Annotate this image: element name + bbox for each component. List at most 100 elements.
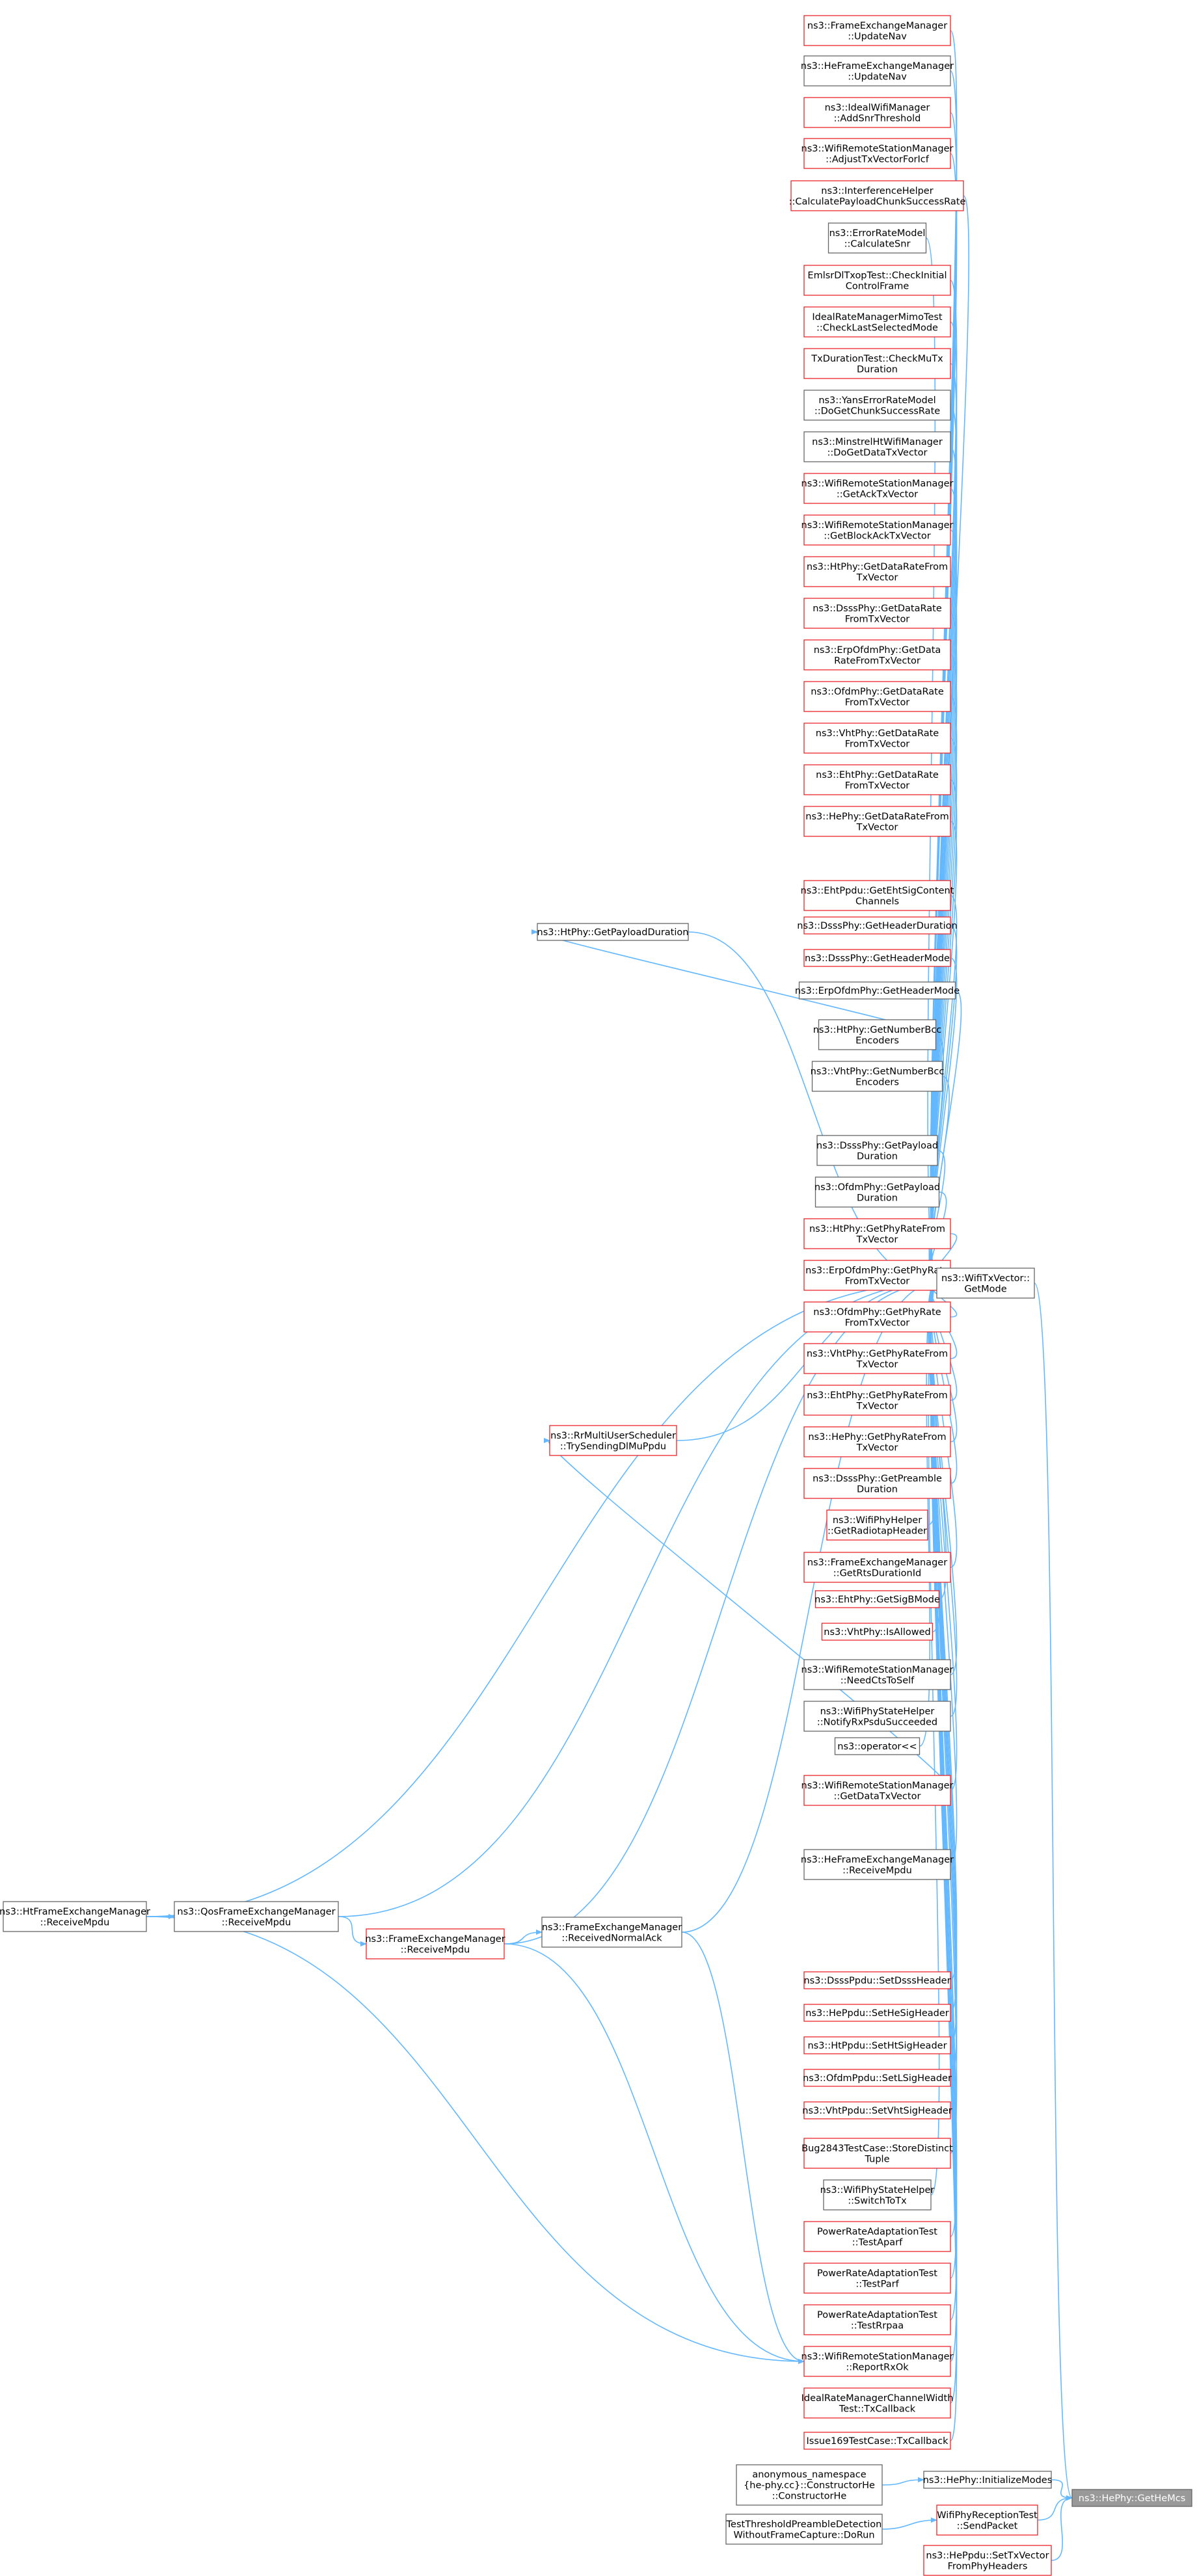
node-box bbox=[818, 1019, 937, 1050]
node-n35[interactable]: ns3::WifiPhyHelper::GetRadiotapHeader bbox=[826, 1509, 928, 1541]
node-box bbox=[736, 2464, 883, 2506]
node-n2[interactable]: ns3::IdealWifiManager::AddSnrThreshold bbox=[803, 97, 951, 128]
node-init[interactable]: ns3::HePhy::InitializeModes bbox=[923, 2471, 1053, 2489]
node-n43[interactable]: ns3::HeFrameExchangeManager::ReceiveMpdu bbox=[801, 1849, 954, 1880]
node-label-line: ns3::FrameExchangeManager bbox=[807, 21, 947, 31]
node-n5[interactable]: ns3::ErrorRateModel::CalculateSnr bbox=[827, 222, 927, 254]
node-n48[interactable]: ns3::OfdmPpdu::SetLSigHeader bbox=[803, 2069, 952, 2087]
node-wprt[interactable]: WifiPhyReceptionTest::SendPacket bbox=[936, 2504, 1038, 2536]
node-rr[interactable]: ns3::RrMultiUserScheduler::TrySendingDlM… bbox=[549, 1425, 677, 1456]
node-box bbox=[803, 390, 951, 421]
node-n44[interactable]: ns3::FrameExchangeManager::ReceivedNorma… bbox=[541, 1917, 682, 1948]
node-qos[interactable]: ns3::QosFrameExchangeManager::ReceiveMpd… bbox=[174, 1901, 339, 1932]
node-n11[interactable]: ns3::WifiRemoteStationManager::GetAckTxV… bbox=[801, 473, 954, 504]
node-box bbox=[803, 514, 951, 546]
node-n38[interactable]: ns3::VhtPhy::IsAllowed bbox=[821, 1623, 934, 1641]
node-box bbox=[803, 1659, 951, 1690]
node-label-line: ::DoGetChunkSuccessRate bbox=[814, 406, 940, 416]
node-box bbox=[803, 431, 951, 462]
node-n27[interactable]: ns3::OfdmPhy::GetPayloadDuration bbox=[814, 1176, 940, 1208]
node-n7[interactable]: IdealRateManagerMimoTest::CheckLastSelec… bbox=[803, 306, 951, 338]
node-label-line: ::AddSnrThreshold bbox=[834, 113, 921, 124]
node-n1[interactable]: ns3::HeFrameExchangeManager::UpdateNav bbox=[801, 55, 954, 86]
node-htpl[interactable]: ns3::HtPhy::GetPayloadDuration bbox=[537, 923, 689, 941]
node-label-line: ns3::VhtPhy::IsAllowed bbox=[824, 1627, 930, 1638]
node-n23[interactable]: ns3::ErpOfdmPhy::GetHeaderMode bbox=[795, 981, 960, 1000]
node-n10[interactable]: ns3::MinstrelHtWifiManager::DoGetDataTxV… bbox=[803, 431, 951, 462]
node-femrx[interactable]: ns3::FrameExchangeManager::ReceiveMpdu bbox=[365, 1928, 505, 1959]
node-label-line: PowerRateAdaptationTest bbox=[817, 2310, 937, 2320]
node-label-line: ns3::HePhy::GetPhyRateFrom bbox=[808, 1432, 946, 1442]
node-n26[interactable]: ns3::DsssPhy::GetPayloadDuration bbox=[816, 1135, 938, 1166]
node-anon[interactable]: anonymous_namespace{he-phy.cc}::Construc… bbox=[736, 2464, 883, 2506]
node-n45[interactable]: ns3::DsssPpdu::SetDsssHeader bbox=[803, 1971, 951, 1989]
node-box bbox=[803, 1343, 951, 1374]
node-label-line: ::GetAckTxVector bbox=[837, 489, 918, 499]
node-n49[interactable]: ns3::VhtPpdu::SetVhtSigHeader bbox=[802, 2101, 952, 2119]
node-label-line: ns3::WifiPhyStateHelper bbox=[820, 2185, 935, 2196]
node-n55[interactable]: ns3::WifiRemoteStationManager::ReportRxO… bbox=[801, 2346, 954, 2377]
node-n21[interactable]: ns3::DsssPhy::GetHeaderDuration bbox=[797, 916, 958, 935]
node-label-line: ns3::YansErrorRateModel bbox=[818, 395, 935, 406]
node-n40[interactable]: ns3::WifiPhyStateHelper::NotifyRxPsduSuc… bbox=[803, 1701, 951, 1732]
node-box bbox=[814, 1176, 940, 1208]
node-wtx[interactable]: ns3::WifiTxVector::GetMode bbox=[936, 1268, 1035, 1299]
node-label-line: Duration bbox=[857, 1151, 898, 1162]
node-label-line: {he-phy.cc}::ConstructorHe bbox=[744, 2480, 875, 2491]
node-n53[interactable]: PowerRateAdaptationTest::TestParf bbox=[803, 2263, 951, 2294]
node-n41[interactable]: ns3::operator<< bbox=[834, 1737, 921, 1755]
node-n22[interactable]: ns3::DsssPhy::GetHeaderMode bbox=[803, 949, 951, 967]
node-label-line: ns3::InterferenceHelper bbox=[821, 186, 933, 196]
node-label-line: ns3::VhtPhy::GetDataRate bbox=[816, 728, 939, 739]
node-n54[interactable]: PowerRateAdaptationTest::TestRrpaa bbox=[803, 2304, 951, 2335]
node-n47[interactable]: ns3::HtPpdu::SetHtSigHeader bbox=[803, 2036, 951, 2054]
node-label-line: TxVector bbox=[856, 572, 898, 583]
node-n57[interactable]: Issue169TestCase::TxCallback bbox=[803, 2432, 951, 2450]
node-box bbox=[923, 2471, 1052, 2489]
node-n52[interactable]: PowerRateAdaptationTest::TestAparf bbox=[803, 2221, 951, 2252]
node-n56[interactable]: IdealRateManagerChannelWidthTest::TxCall… bbox=[801, 2387, 954, 2419]
node-label-line: ns3::EhtPpdu::GetEhtSigContent bbox=[801, 886, 954, 896]
node-tt[interactable]: TestThresholdPreambleDetectionWithoutFra… bbox=[725, 2514, 883, 2545]
node-box bbox=[798, 981, 956, 1000]
node-label-line: ns3::FrameExchangeManager bbox=[807, 1558, 947, 1568]
node-n42[interactable]: ns3::WifiRemoteStationManager::GetDataTx… bbox=[801, 1775, 954, 1806]
node-label-line: ns3::HtPhy::GetDataRateFrom bbox=[807, 562, 948, 572]
node-n39[interactable]: ns3::WifiRemoteStationManager::NeedCtsTo… bbox=[801, 1659, 954, 1690]
node-box bbox=[803, 598, 951, 629]
node-n9[interactable]: ns3::YansErrorRateModel::DoGetChunkSucce… bbox=[803, 390, 951, 421]
node-n6[interactable]: EmlsrDlTxopTest::CheckInitialControlFram… bbox=[803, 265, 951, 296]
node-n36[interactable]: ns3::FrameExchangeManager::GetRtsDuratio… bbox=[803, 1552, 951, 1583]
node-n3[interactable]: ns3::WifiRemoteStationManager::AdjustTxV… bbox=[801, 138, 954, 169]
node-n0[interactable]: ns3::FrameExchangeManager::UpdateNav bbox=[803, 15, 951, 46]
node-htfem[interactable]: ns3::HtFrameExchangeManager::ReceiveMpdu bbox=[0, 1901, 150, 1932]
node-n37[interactable]: ns3::EhtPhy::GetSigBMode bbox=[814, 1590, 940, 1608]
node-n4[interactable]: ns3::InterferenceHelper::CalculatePayloa… bbox=[789, 180, 966, 211]
node-n51[interactable]: ns3::WifiPhyStateHelper::SwitchToTx bbox=[820, 2179, 935, 2211]
node-n46[interactable]: ns3::HePpdu::SetHeSigHeader bbox=[803, 2004, 951, 2022]
node-n12[interactable]: ns3::WifiRemoteStationManager::GetBlockA… bbox=[801, 514, 954, 546]
node-focus[interactable]: ns3::HePhy::GetHeMcs bbox=[1071, 2489, 1192, 2507]
edge-femrx-to-n44 bbox=[504, 1930, 543, 1945]
node-label-line: ns3::EhtPhy::GetPhyRateFrom bbox=[807, 1390, 948, 1401]
